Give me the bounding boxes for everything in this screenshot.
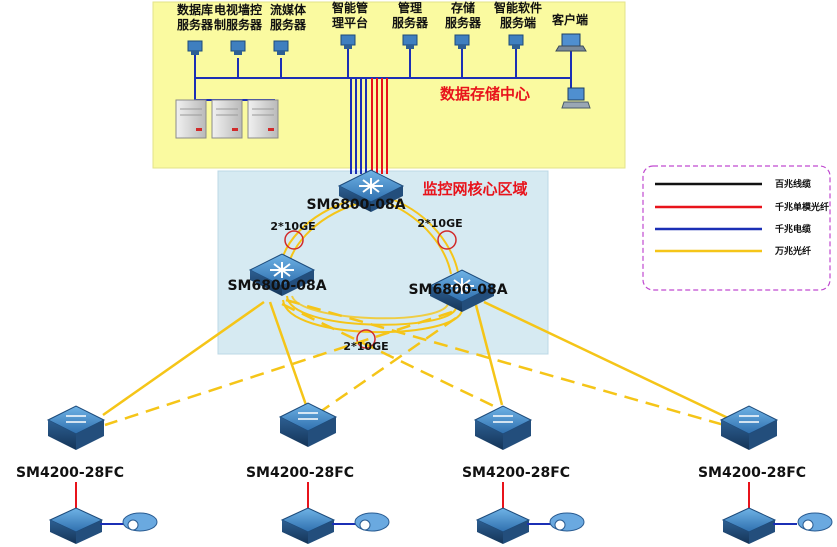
edge-switch-2 — [280, 507, 336, 544]
access-uplinks-dashed — [104, 298, 725, 427]
management-server-icon — [402, 34, 418, 49]
database-server-icon — [187, 40, 203, 55]
server-label-1a: 数据库 — [177, 2, 213, 17]
server-label-7b: 服务端 — [500, 15, 536, 30]
legend-label-0: 百兆线缆 — [775, 178, 811, 190]
core-switch-left — [248, 253, 316, 296]
tower-server-icon — [175, 99, 207, 139]
server-label-1b: 服务器 — [177, 17, 214, 32]
access-switch-2 — [278, 402, 338, 447]
streaming-server-icon — [273, 40, 289, 55]
server-label-4a: 智能管 — [331, 0, 368, 15]
storage-server-icon — [454, 34, 470, 49]
core-top-label: SM6800-08A — [306, 197, 405, 213]
server-label-4b: 理平台 — [332, 15, 368, 30]
tower-server-icon — [247, 99, 279, 139]
access-switch-4 — [719, 405, 779, 450]
link-markers — [284, 230, 457, 349]
server-label-3b: 服务器 — [270, 17, 307, 32]
server-label-8a: 客户端 — [551, 12, 588, 27]
legend-label-1: 千兆单模光纤 — [775, 201, 829, 213]
access-switch-1 — [46, 405, 106, 450]
desktop-client-icon — [561, 87, 591, 109]
access-label-4: SM4200-28FC — [698, 465, 806, 481]
server-label-7a: 智能软件 — [493, 0, 542, 15]
server-label-2a: 电视墙控 — [214, 2, 262, 17]
link-marker-right — [437, 230, 457, 250]
data-center-title: 数据存储中心 — [440, 85, 530, 103]
management-platform-icon — [340, 34, 356, 49]
link-label-bottom: 2*10GE — [343, 340, 388, 353]
access-switch-3 — [473, 405, 533, 450]
edge-links — [75, 482, 750, 512]
tower-server-icon — [211, 99, 243, 139]
edge-switch-4 — [721, 507, 777, 544]
uplink-bundle — [350, 78, 388, 174]
server-label-5a: 管理 — [398, 0, 422, 15]
laptop-icon — [555, 33, 587, 52]
server-labels: 数据库 服务器 电视墙控 制服务器 流媒体 服务器 智能管 理平台 管理 服务器… — [177, 0, 588, 32]
link-label-left: 2*10GE — [270, 220, 315, 233]
link-marker-bottom — [356, 329, 376, 349]
edge-switch-3 — [475, 507, 531, 544]
server-label-6a: 存储 — [450, 0, 475, 15]
core-zone-title: 监控网核心区域 — [422, 180, 527, 198]
link-marker-left — [284, 230, 304, 250]
software-server-icon — [508, 34, 524, 49]
camera-icon — [797, 512, 833, 532]
link-label-right: 2*10GE — [417, 217, 462, 230]
core-switch-top — [337, 169, 405, 212]
server-label-5b: 服务器 — [392, 15, 429, 30]
edge-switch-1 — [48, 507, 104, 544]
camera-icon — [122, 512, 158, 532]
tv-wall-server-icon — [230, 40, 246, 55]
core-left-label: SM6800-08A — [227, 278, 326, 294]
core-switch-right — [428, 269, 496, 312]
access-label-1: SM4200-28FC — [16, 465, 124, 481]
core-right-label: SM6800-08A — [408, 282, 507, 298]
legend-label-2: 千兆电缆 — [775, 223, 811, 235]
legend: 百兆线缆 千兆单模光纤 千兆电缆 万兆光纤 — [642, 165, 831, 291]
access-uplinks-solid — [102, 300, 729, 420]
data-center-zone — [152, 1, 626, 169]
access-label-3: SM4200-28FC — [462, 465, 570, 481]
camera-icon — [354, 512, 390, 532]
network-server-icons — [187, 34, 524, 55]
server-label-2b: 制服务器 — [214, 17, 263, 32]
server-label-6b: 服务器 — [445, 15, 482, 30]
access-label-2: SM4200-28FC — [246, 465, 354, 481]
tower-servers — [175, 99, 279, 139]
legend-label-3: 万兆光纤 — [774, 245, 811, 257]
server-label-3a: 流媒体 — [270, 2, 307, 17]
camera-icon — [549, 512, 585, 532]
